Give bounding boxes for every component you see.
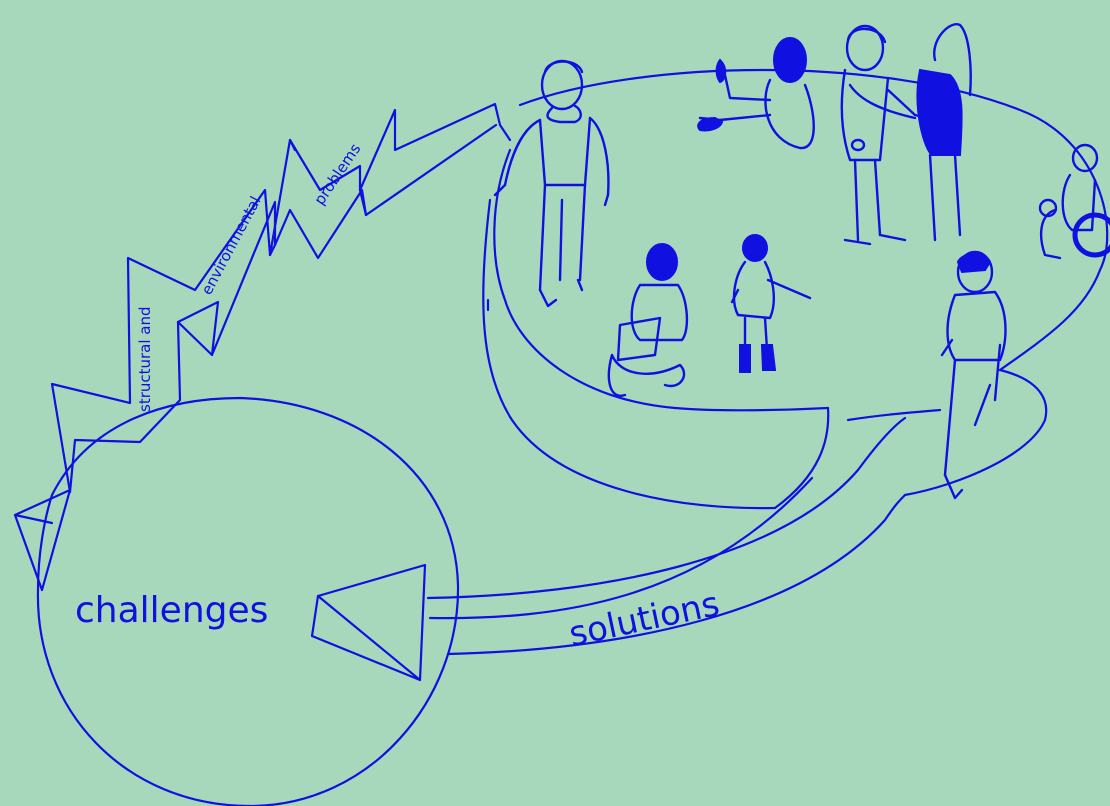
solutions-label: solutions <box>566 584 723 655</box>
platform-stage <box>482 68 1109 510</box>
person-child <box>730 234 812 373</box>
person-wheelchair <box>1038 143 1110 260</box>
person-crosslegged-laptop <box>607 243 689 397</box>
challenges-circle <box>36 396 460 806</box>
person-woman-dress <box>913 23 972 242</box>
environmental-label: environmental <box>198 193 265 298</box>
person-woman-apron <box>840 24 917 246</box>
person-standing-man <box>493 59 610 308</box>
structural-label: structural and <box>136 306 154 412</box>
person-sitting-ground <box>697 37 815 150</box>
problems-zigzag-arrow <box>13 102 512 592</box>
challenges-label: challenges <box>75 590 268 631</box>
person-sitting-edge <box>940 250 1007 500</box>
solutions-arrow <box>310 416 907 682</box>
